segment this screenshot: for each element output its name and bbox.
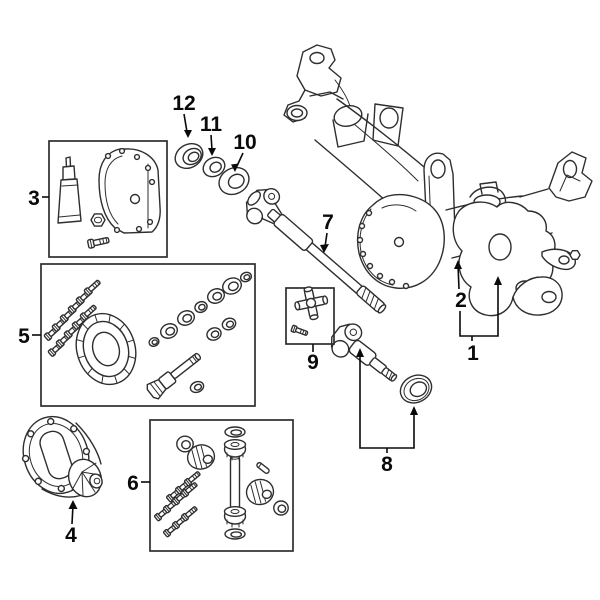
callout-5-label: 5 — [18, 325, 30, 348]
washer — [273, 500, 289, 516]
axle-housing-assembly — [283, 44, 593, 317]
kit-box-ring-pinion — [40, 263, 256, 407]
callout-10: 10 — [231, 131, 257, 172]
callout-2: 2 — [454, 260, 467, 312]
callout-7-arrow — [320, 244, 329, 253]
case-bolts — [153, 469, 202, 538]
callout-10-arrow — [231, 163, 239, 172]
callout-5: 5 — [18, 325, 41, 348]
cover-bolt — [86, 235, 111, 250]
spider-gear-top — [223, 439, 247, 461]
callout-4-label: 4 — [65, 524, 77, 547]
axle-yoke-end — [548, 151, 593, 202]
kit-box-ujoint — [285, 286, 335, 345]
callout-1-arrow — [494, 276, 502, 285]
callouts: 1 2 3 4 5 6 7 — [18, 92, 502, 547]
axle-tube-left — [314, 98, 431, 211]
kit-box-spider-gears — [149, 419, 294, 552]
pinion-gear-shaft — [146, 352, 202, 400]
callout-12-leader — [183, 113, 188, 133]
callout-3: 3 — [28, 187, 49, 210]
callout-8-arrow-right — [410, 406, 418, 415]
kit-box-cover — [48, 140, 168, 258]
callout-11-arrow — [208, 148, 216, 156]
callout-11-label: 11 — [200, 113, 223, 136]
callout-7-label: 7 — [322, 211, 334, 234]
callout-1-leader — [459, 281, 499, 341]
differential-housing — [356, 193, 445, 290]
callout-6: 6 — [127, 472, 150, 495]
ring-gear — [75, 312, 137, 386]
outer-axle-seals — [174, 142, 255, 201]
callout-8-arrow-left — [356, 348, 364, 357]
cover-nut — [90, 213, 106, 227]
left-bracket-cluster — [283, 44, 352, 123]
roll-pin — [256, 462, 270, 474]
callout-4: 4 — [65, 500, 78, 547]
callout-6-label: 6 — [127, 472, 139, 495]
sealant-tube — [57, 156, 82, 224]
callout-9-label: 9 — [307, 351, 319, 374]
steering-knuckle — [452, 181, 581, 317]
callout-11-leader — [210, 134, 213, 151]
u-joint-cross — [294, 286, 329, 321]
callout-10-label: 10 — [233, 131, 256, 154]
axle-seal-8 — [394, 368, 438, 410]
spider-gear-bottom — [223, 506, 247, 528]
side-gear-left — [186, 444, 216, 470]
callout-11: 11 — [200, 113, 223, 156]
cross-pin-column — [223, 426, 247, 540]
callout-2-label: 2 — [455, 289, 467, 312]
differential-cover — [98, 147, 161, 234]
callout-8-label: 8 — [381, 453, 393, 476]
callout-9: 9 — [307, 344, 319, 374]
callout-4-arrow — [68, 500, 78, 509]
side-gear-right — [245, 478, 275, 506]
callout-12-label: 12 — [172, 92, 195, 115]
stub-shaft-8 — [330, 323, 398, 382]
ujoint-bolt — [290, 324, 309, 338]
callout-1-label: 1 — [467, 342, 479, 365]
callout-2-arrow — [454, 260, 462, 269]
callout-3-label: 3 — [28, 187, 40, 210]
flanged-bushing-12 — [174, 142, 204, 170]
callout-8-leader — [359, 352, 415, 453]
callout-12: 12 — [172, 92, 196, 138]
callout-1: 1 — [459, 276, 502, 365]
spring-perch — [332, 103, 404, 148]
callout-8: 8 — [356, 348, 418, 476]
callout-7: 7 — [320, 211, 334, 253]
callout-12-arrow — [184, 130, 192, 138]
axle-shaft-with-ujoint — [245, 187, 387, 314]
differential-case — [21, 415, 103, 498]
